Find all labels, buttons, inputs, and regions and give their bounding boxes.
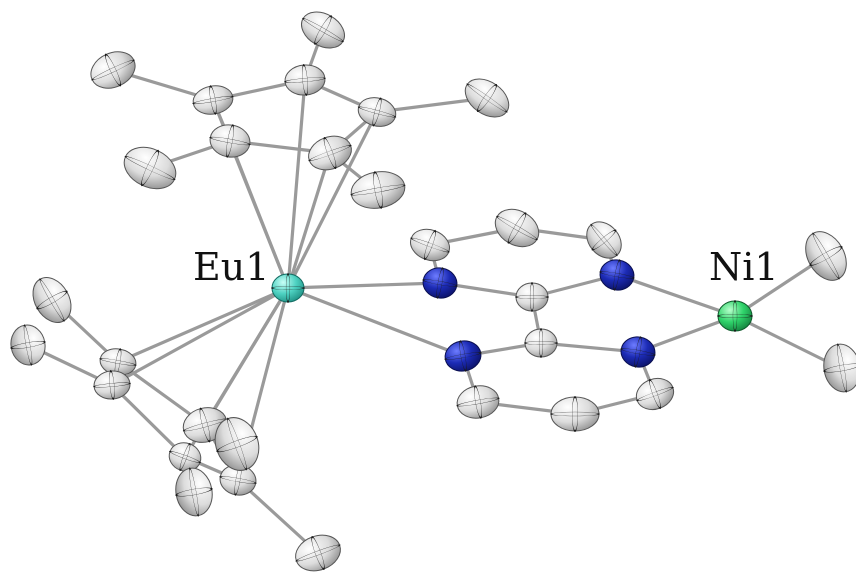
carbon-atom <box>219 464 257 496</box>
nitrogen-atom <box>422 267 458 299</box>
carbon-atom <box>32 277 72 323</box>
nitrogen-atom <box>599 259 635 291</box>
carbon-atom <box>494 208 540 248</box>
carbon-atom <box>209 124 251 158</box>
carbon-atom <box>295 534 341 572</box>
europium-atom <box>271 273 305 303</box>
atoms-layer <box>10 11 856 572</box>
carbon-atom <box>284 64 326 96</box>
carbon-atom <box>635 377 675 411</box>
carbon-atom <box>90 51 136 89</box>
carbon-atom <box>123 146 177 190</box>
carbon-atom <box>586 221 622 259</box>
carbon-atom <box>524 328 558 358</box>
carbon-atom <box>550 396 600 432</box>
carbon-atom <box>308 135 352 171</box>
carbon-atom <box>301 11 345 49</box>
carbon-atom <box>357 97 397 127</box>
carbon-atom <box>456 385 500 419</box>
carbon-atom <box>168 442 202 472</box>
nitrogen-atom <box>620 336 656 368</box>
eu-atom-label: Eu1 <box>193 245 269 289</box>
carbon-atom <box>175 467 213 517</box>
carbon-atom <box>410 228 450 262</box>
carbon-atom <box>515 282 549 312</box>
carbon-atom <box>214 417 260 471</box>
carbon-atom <box>192 85 234 115</box>
nitrogen-atom <box>444 340 482 372</box>
carbon-atom <box>93 370 131 400</box>
carbon-atom <box>823 343 856 393</box>
carbon-atom <box>805 231 847 281</box>
nickel-atom <box>717 300 753 332</box>
carbon-atom <box>464 78 510 118</box>
carbon-atom <box>350 171 406 209</box>
carbon-atom <box>10 324 46 366</box>
ni-atom-label: Ni1 <box>709 245 779 289</box>
